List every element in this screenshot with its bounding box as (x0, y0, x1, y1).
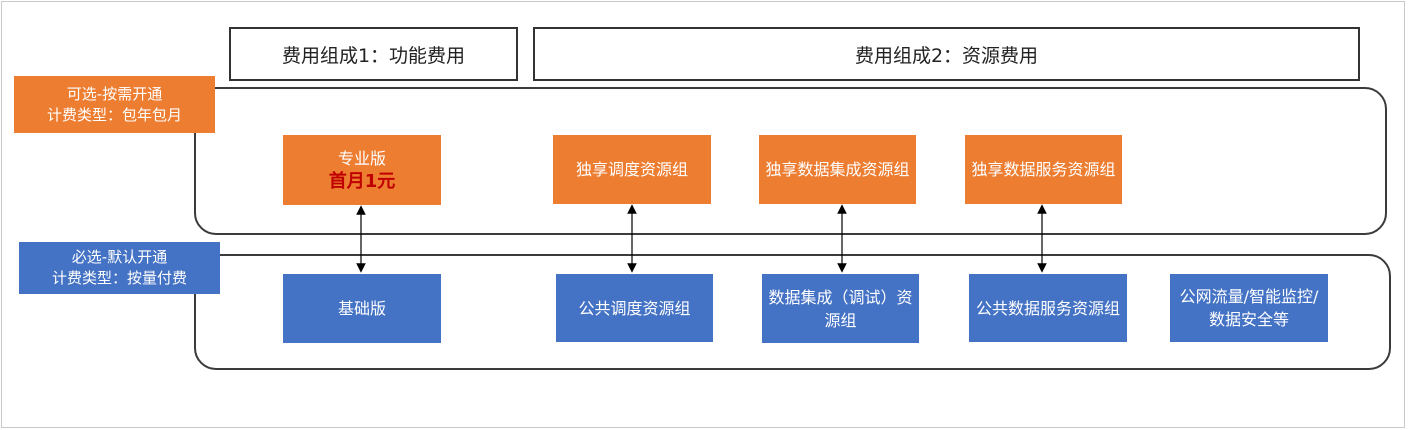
optional-tag-line1: 可选-按需开通 (66, 84, 163, 103)
public-service-resource-box: 公共数据服务资源组 (969, 274, 1127, 342)
dedicated-integration-resource-label: 独享数据集成资源组 (765, 160, 910, 179)
header-cost-component-2: 费用组成2：资源费用 (533, 27, 1360, 81)
required-tag-line1: 必选-默认开通 (71, 248, 168, 266)
optional-tag-line2: 计费类型：包年包月 (46, 105, 182, 124)
dedicated-service-resource-box: 独享数据服务资源组 (965, 135, 1122, 204)
pro-edition-box: 专业版 首月1元 (283, 135, 441, 205)
dedicated-schedule-resource-box: 独享调度资源组 (553, 135, 711, 204)
header-cost-component-2-label: 费用组成2：资源费用 (854, 44, 1039, 67)
pro-edition-label: 专业版 (337, 149, 386, 168)
pro-edition-promo: 首月1元 (328, 171, 396, 192)
header-cost-component-1-label: 费用组成1：功能费用 (281, 44, 466, 67)
dedicated-service-resource-label: 独享数据服务资源组 (971, 160, 1116, 179)
optional-billing-tag: 可选-按需开通 计费类型：包年包月 (14, 76, 215, 133)
basic-edition-box: 基础版 (283, 274, 441, 343)
required-tag-line2: 计费类型：按量付费 (51, 269, 187, 287)
integration-debug-resource-label: 数据集成（调试）资源组 (768, 287, 913, 330)
traffic-monitoring-security-label: 公网流量/智能监控/数据安全等 (1179, 287, 1319, 329)
basic-edition-label: 基础版 (337, 299, 386, 318)
public-schedule-resource-label: 公共调度资源组 (578, 298, 691, 318)
required-billing-tag: 必选-默认开通 计费类型：按量付费 (19, 242, 220, 294)
dedicated-schedule-resource-label: 独享调度资源组 (575, 160, 688, 179)
integration-debug-resource-box: 数据集成（调试）资源组 (762, 274, 919, 343)
header-cost-component-1: 费用组成1：功能费用 (229, 27, 518, 81)
public-service-resource-label: 公共数据服务资源组 (975, 298, 1120, 318)
dedicated-integration-resource-box: 独享数据集成资源组 (759, 135, 916, 204)
traffic-monitoring-security-box: 公网流量/智能监控/数据安全等 (1170, 274, 1328, 342)
public-schedule-resource-box: 公共调度资源组 (556, 274, 713, 342)
